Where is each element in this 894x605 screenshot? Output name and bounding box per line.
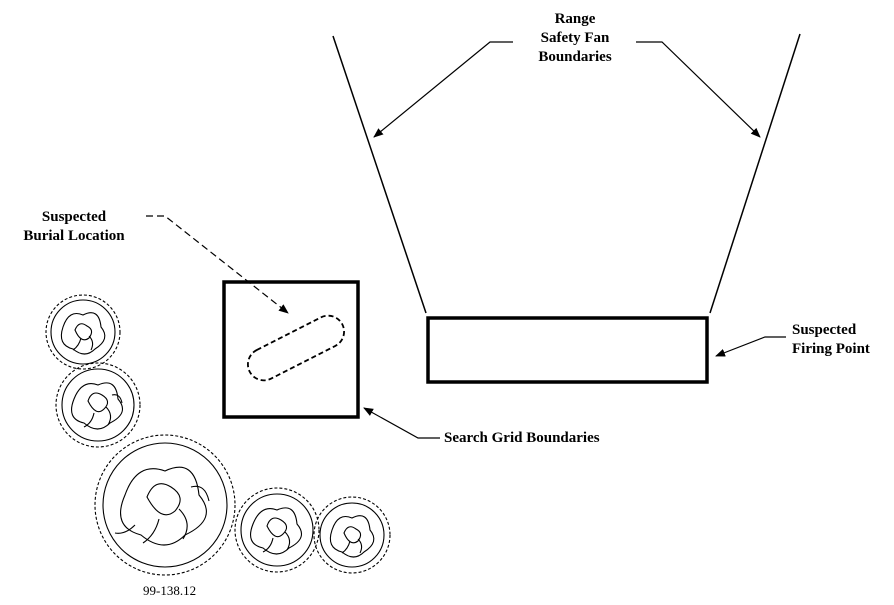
firing-point-rect (426, 316, 709, 384)
range-fan-line-2: Safety Fan (540, 30, 610, 46)
fan-boundary-right (709, 33, 801, 314)
fan-leader-right (636, 41, 761, 138)
burial-line-1: Suspected (41, 209, 107, 225)
range-fan-line-1: Range (554, 11, 596, 27)
firing-line-2: Firing Point (792, 341, 870, 357)
firing-point-label: Suspected Firing Point (792, 321, 870, 359)
search-grid-rect (222, 280, 360, 419)
search-grid-leader (363, 407, 440, 439)
figure-id: 99-138.12 (143, 583, 197, 598)
shrub-2 (55, 362, 141, 448)
range-safety-fan-label: Range Safety Fan Boundaries (510, 10, 640, 67)
firing-line-1: Suspected (792, 322, 857, 338)
burial-location-label: Suspected Burial Location (0, 208, 148, 246)
firing-point-leader (715, 336, 786, 357)
search-grid-label: Search Grid Boundaries (444, 430, 600, 446)
fan-boundary-left (332, 35, 427, 314)
shrub-cluster (45, 294, 391, 576)
burial-line-2: Burial Location (23, 228, 125, 244)
shrub-4 (234, 487, 320, 573)
range-fan-line-3: Boundaries (538, 49, 612, 65)
burial-location-outline (247, 314, 345, 382)
shrub-1 (45, 294, 121, 370)
fan-leader-left (373, 41, 513, 138)
shrub-5 (313, 496, 391, 574)
shrub-3 (94, 434, 236, 576)
burial-leader (146, 215, 289, 314)
